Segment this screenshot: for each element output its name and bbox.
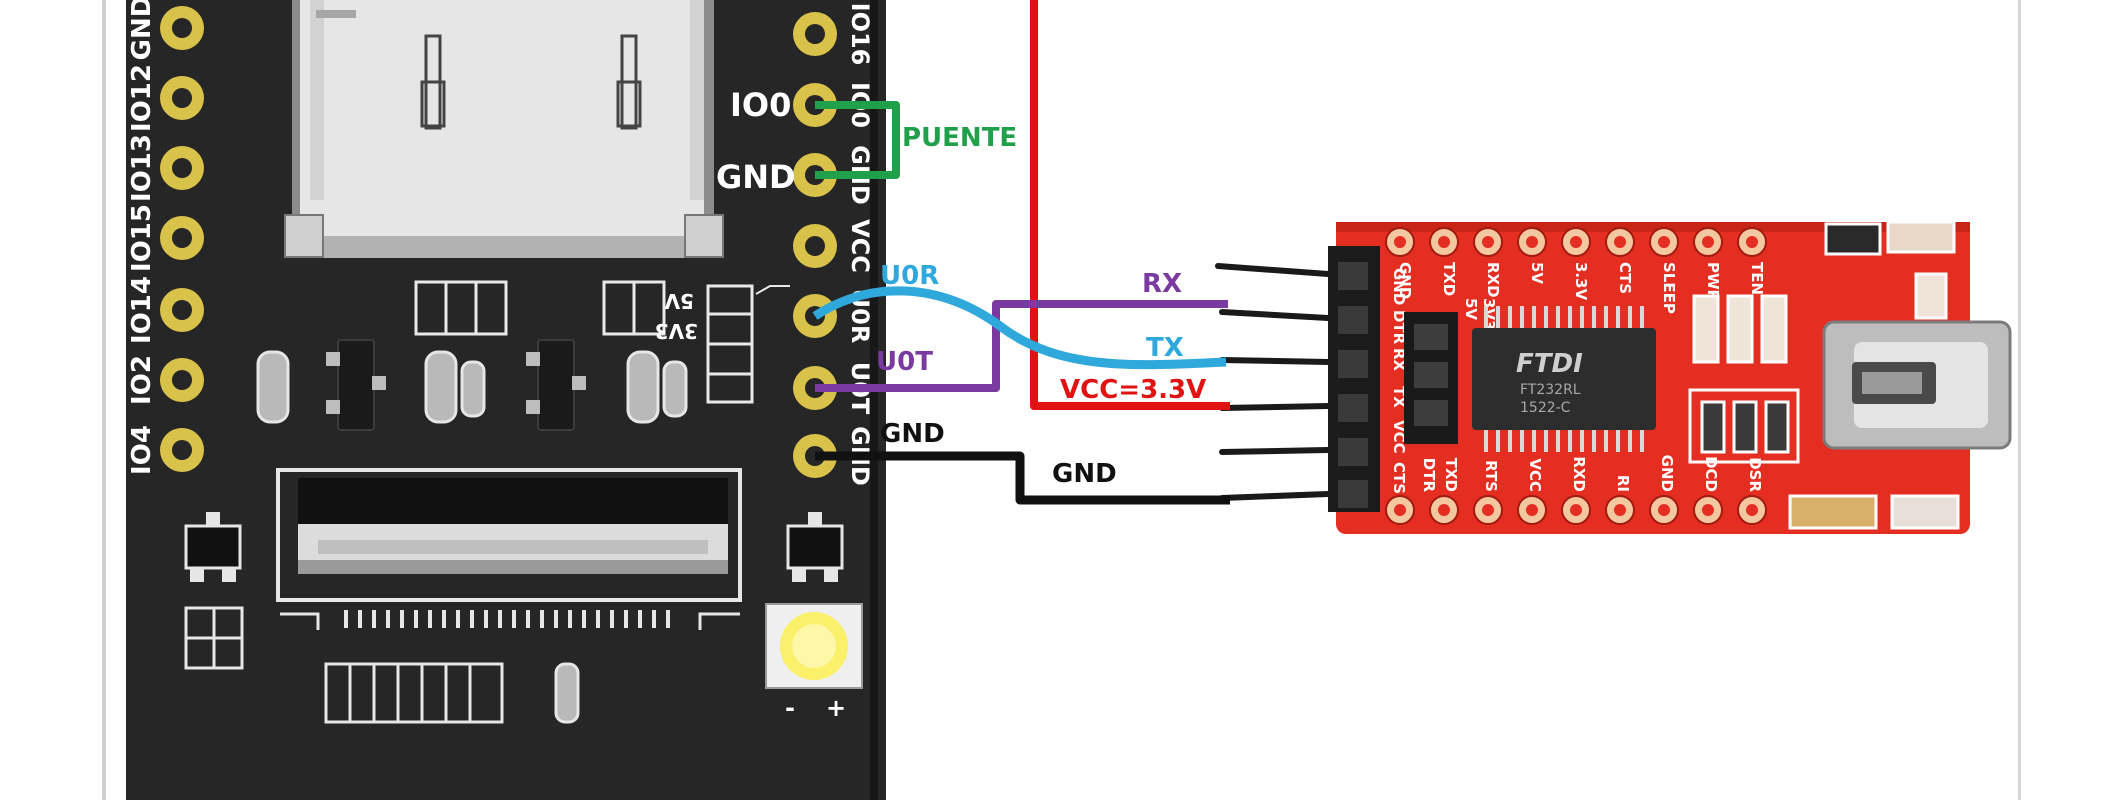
esp32-cam-board: GND IO12 IO13 IO15 IO14 IO2 IO4 <box>126 0 886 800</box>
ftdi-silk-label: 3.3V <box>1572 262 1590 301</box>
gnd-jumper-label: GND <box>716 158 796 196</box>
ftdi-jumper-label: 5V <box>1462 298 1480 320</box>
sd-card-slot <box>284 0 724 258</box>
chip-brand: FTDI <box>1516 349 1583 379</box>
left-pin-label: IO14 <box>127 276 157 344</box>
smd-transistors <box>326 339 586 431</box>
ftdi-silk-label: TEN <box>1748 262 1766 295</box>
ftdi-bottom-label: GND <box>1658 455 1676 492</box>
ftdi-side-labels: GND DTR RX TX VCC CTS <box>1390 268 1408 494</box>
ftdi-side-label: DTR <box>1390 310 1408 345</box>
ftdi-bottom-labels: DTR TXD RTS VCC RXD RI GND DCD DSR <box>1420 455 1764 493</box>
ftdi-smd-parts <box>1688 220 1960 530</box>
right-pin-label: IO16 <box>846 3 874 66</box>
ftdi-top-labels: GND TXD RXD 5V 3.3V CTS SLEEP PWREN TEN <box>1396 262 1766 324</box>
tx-label: TX <box>1146 333 1184 363</box>
ftdi-silk-label: CTS <box>1616 262 1634 294</box>
left-pin-label: IO2 <box>127 355 157 405</box>
gnd-wire-label-left: GND <box>880 419 945 449</box>
wire-puente-jumper <box>815 101 900 179</box>
ftdi-silk-label: GND <box>1396 262 1414 299</box>
frame-line-left <box>102 0 106 800</box>
wire-vcc <box>1030 0 1230 410</box>
flash-led: - + <box>765 603 863 722</box>
silk-3v3-label: 3V3 <box>655 319 698 343</box>
ftdi-adapter-board: GND TXD RXD 5V 3.3V CTS SLEEP PWREN TEN … <box>1215 220 2012 534</box>
ftdi-chip: FTDI FT232RL 1522-C <box>1472 306 1656 452</box>
right-pin-label: VCC <box>846 219 874 273</box>
ftdi-bottom-label: DCD <box>1702 456 1720 492</box>
ftdi-bottom-label: DSR <box>1746 457 1764 492</box>
bottom-resistor-array <box>324 662 504 724</box>
frame-line-right <box>2018 0 2021 800</box>
wire-gnd <box>815 451 1230 505</box>
left-pin-label: IO12 <box>127 64 157 132</box>
ftdi-bottom-label: DTR <box>1420 458 1438 493</box>
ftdi-header-pins <box>1215 263 1331 501</box>
led-minus-label: - <box>785 694 795 722</box>
u0r-label: U0R <box>880 261 939 291</box>
chip-part-number: FT232RL <box>1520 382 1581 398</box>
ftdi-side-label: VCC <box>1390 420 1408 454</box>
gnd-wire-label-right: GND <box>1052 459 1117 489</box>
ftdi-bottom-label: TXD <box>1442 458 1460 492</box>
vcc-label: VCC=3.3V <box>1060 375 1206 405</box>
left-pin-label: IO15 <box>127 204 157 272</box>
ftdi-bottom-label: RI <box>1614 475 1632 492</box>
rx-label: RX <box>1142 269 1182 299</box>
ftdi-silk-label: 5V <box>1528 262 1546 284</box>
smd-resistor-arrays <box>414 280 754 404</box>
ftdi-side-label: CTS <box>1390 462 1408 494</box>
ftdi-silk-label: RXD <box>1484 262 1502 298</box>
io0-label: IO0 <box>730 86 791 124</box>
led-plus-label: + <box>826 694 846 722</box>
silk-5v-label: 5V <box>664 289 694 313</box>
smd-capacitors <box>256 350 688 724</box>
ftdi-bottom-label: VCC <box>1526 458 1544 492</box>
ftdi-side-label: GND <box>1390 268 1408 305</box>
ftdi-top-pads <box>1385 227 1767 257</box>
puente-label: PUENTE <box>902 123 1017 153</box>
ftdi-side-label: RX <box>1390 348 1408 372</box>
ftdi-pin-header <box>1328 246 1380 512</box>
left-pin-label: IO13 <box>127 134 157 202</box>
u0t-label: U0T <box>876 347 933 377</box>
ftdi-silk-label: SLEEP <box>1660 262 1678 314</box>
wires <box>812 0 1230 505</box>
wire-u0r-tx <box>812 286 1227 370</box>
ftdi-jumper-label: 3V3 <box>1480 298 1498 330</box>
board-edge-shadow <box>870 0 878 800</box>
wire-u0t-rx <box>815 300 1228 392</box>
left-pin-label: GND <box>127 0 157 60</box>
sot23-parts <box>184 512 844 670</box>
left-pin-pads <box>160 6 204 472</box>
chip-date-code: 1522-C <box>1520 400 1571 416</box>
annotation-labels: IO0 GND PUENTE U0R U0T GND GND RX TX VCC… <box>716 86 1206 489</box>
left-pin-label: IO4 <box>127 425 157 475</box>
ftdi-bottom-label: RXD <box>1570 456 1588 492</box>
ftdi-bottom-label: RTS <box>1482 460 1500 492</box>
ftdi-silk-label: TXD <box>1440 262 1458 296</box>
left-pin-labels: GND IO12 IO13 IO15 IO14 IO2 IO4 <box>127 0 157 475</box>
mini-usb-connector <box>1822 320 2012 450</box>
camera-fpc-connector <box>276 468 742 630</box>
ftdi-bottom-pads <box>1385 495 1767 525</box>
silk-selector-line <box>755 285 790 295</box>
ftdi-side-label: TX <box>1390 386 1408 408</box>
